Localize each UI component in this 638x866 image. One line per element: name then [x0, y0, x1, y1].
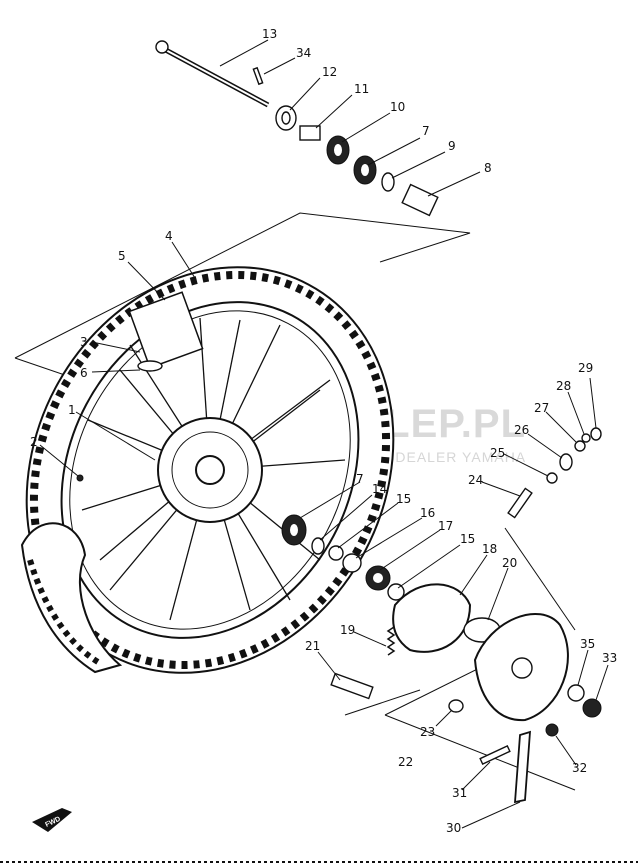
tube-valve: [137, 360, 163, 372]
return-spring: [386, 626, 396, 656]
callout-label: 27: [534, 401, 549, 415]
callout-label: 7: [356, 472, 364, 486]
front-wheel: [25, 266, 395, 674]
callout-label: 15: [396, 492, 411, 506]
gear-16: [342, 553, 362, 573]
adjuster-26: [559, 453, 573, 471]
forward-arrow-icon: [32, 808, 72, 832]
tire-section: [20, 522, 123, 674]
callout-label: 19: [340, 623, 355, 637]
nut-25: [546, 472, 558, 484]
brake-shoes: [392, 583, 472, 653]
callout-label: 32: [572, 761, 587, 775]
bolt-31: [479, 745, 511, 765]
leader-lines: [39, 39, 609, 829]
callout-label: 28: [556, 379, 571, 393]
callout-label: 7: [422, 124, 430, 138]
callout-label: 16: [420, 506, 435, 520]
callout-labels: 13 34 12 11 10 7 9 8 4 5 3 6 1 2 29 28 2…: [30, 27, 617, 835]
circlip: [381, 172, 395, 192]
nut-29: [590, 427, 602, 441]
callout-label: 9: [448, 139, 456, 153]
callout-label: 15: [460, 532, 475, 546]
brake-assembly: [281, 514, 602, 804]
callout-label: 17: [438, 519, 453, 533]
callout-label: 25: [490, 446, 505, 460]
cable-adjuster: [507, 427, 602, 519]
callout-label: 26: [514, 423, 529, 437]
washer-35: [567, 684, 585, 702]
callout-label: 4: [165, 229, 173, 243]
callout-label: 6: [80, 366, 88, 380]
collar: [299, 125, 321, 141]
spacer-15: [328, 545, 344, 561]
callout-label: 31: [452, 786, 467, 800]
brake-cam: [330, 672, 374, 700]
callout-label: 18: [482, 542, 497, 556]
seal-23: [448, 699, 464, 713]
callout-label: 21: [305, 639, 320, 653]
callout-label: 10: [390, 100, 405, 114]
cotter-pin: [252, 66, 264, 86]
forward-direction-badge: FWD: [32, 808, 72, 832]
rim-band: [128, 291, 204, 369]
callout-label: 12: [322, 65, 337, 79]
axle-head: [155, 40, 169, 54]
axle-assembly: [155, 40, 439, 217]
washer-28: [581, 433, 591, 443]
brake-lever: [514, 730, 531, 804]
callout-label: 3: [80, 335, 88, 349]
spacer: [401, 183, 439, 217]
callout-label: 33: [602, 651, 617, 665]
callout-label: 29: [578, 361, 593, 375]
callout-label: 14: [372, 482, 387, 496]
nut-32: [545, 723, 559, 737]
washer-15: [387, 583, 405, 601]
nut-27: [574, 440, 586, 452]
callout-label: 22: [398, 755, 413, 769]
callout-label: 35: [580, 637, 595, 651]
circlip-14: [311, 537, 325, 555]
callout-label: 2: [30, 435, 38, 449]
callout-label: 30: [446, 821, 461, 835]
callout-label: 13: [262, 27, 277, 41]
nut-33: [582, 698, 602, 718]
callout-label: 23: [420, 725, 435, 739]
adjuster-24: [507, 487, 533, 519]
callout-label: 11: [354, 82, 369, 96]
callout-label: 34: [296, 46, 311, 60]
callout-label: 8: [484, 161, 492, 175]
callout-label: 20: [502, 556, 517, 570]
callout-label: 5: [118, 249, 126, 263]
callout-label: 24: [468, 473, 483, 487]
callout-label: 1: [68, 403, 76, 417]
tire-tread: [29, 270, 391, 670]
spoke-nipple: [76, 474, 84, 482]
